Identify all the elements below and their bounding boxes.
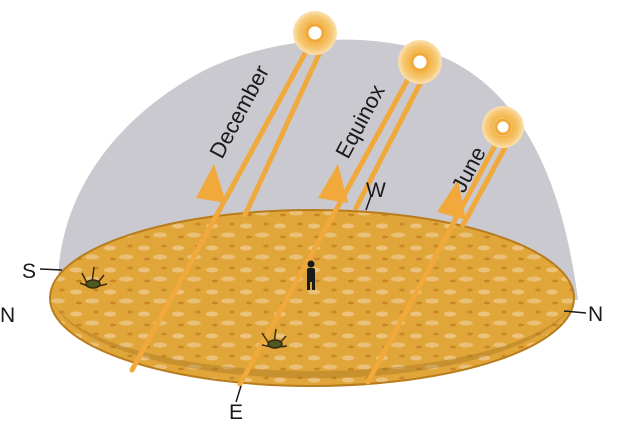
december-ray-back <box>242 49 323 218</box>
east-tick <box>235 385 242 403</box>
shrub-icon <box>79 266 108 289</box>
north-right-tick <box>563 310 587 314</box>
june-ray-back <box>460 139 511 228</box>
equinox-ray-back <box>353 73 427 211</box>
north-left-label: N <box>0 304 15 327</box>
december-ray-front <box>129 45 311 373</box>
west-label: W <box>366 179 386 202</box>
equinox-ray-front <box>237 69 415 387</box>
north-right-label: N <box>588 303 603 326</box>
equinox-sun-path <box>237 69 427 387</box>
west-tick <box>365 195 372 211</box>
june-sun-core <box>494 118 512 136</box>
december-arrowhead <box>196 164 226 203</box>
equinox-arrowhead <box>318 164 348 203</box>
equinox-sun-core <box>410 52 430 72</box>
december-sun-path <box>129 45 323 373</box>
shrub-icon <box>261 328 288 349</box>
ground-disk <box>49 209 575 387</box>
june-arrowhead <box>437 180 466 220</box>
east-label: E <box>229 401 243 424</box>
south-tick <box>39 268 63 271</box>
june-ray-front <box>365 137 501 385</box>
south-label: S <box>22 260 36 283</box>
december-sun-core <box>305 23 325 43</box>
june-sun-path <box>365 137 511 385</box>
observer-figure <box>307 260 315 290</box>
